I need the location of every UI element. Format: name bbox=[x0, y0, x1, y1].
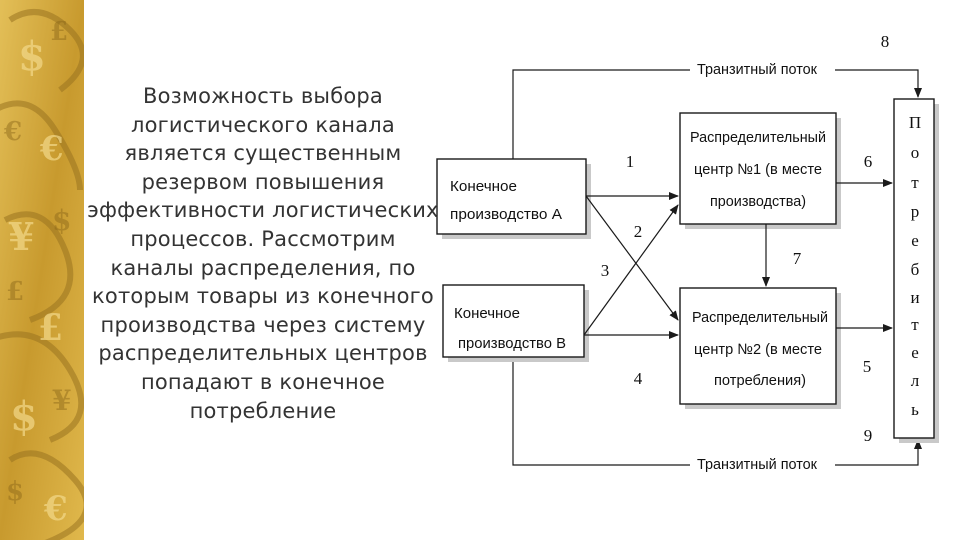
flow-number-3: 3 bbox=[601, 261, 610, 280]
flow-number-9: 9 bbox=[864, 426, 873, 445]
flow-number-1: 1 bbox=[626, 152, 635, 171]
paragraph-line: производства через систему bbox=[58, 311, 468, 340]
paragraph-line: процессов. Рассмотрим bbox=[58, 225, 468, 254]
consumer-letter-6: б bbox=[911, 260, 920, 279]
center-1-line-3: производства) bbox=[710, 193, 806, 210]
distribution-center-2-box: Распределительный центр №2 (в месте потр… bbox=[680, 288, 841, 409]
center-1-line-1: Распределительный bbox=[690, 129, 826, 146]
consumer-letter-5: е bbox=[911, 231, 919, 250]
center-2-line-2: центр №2 (в месте bbox=[694, 341, 822, 358]
consumer-letter-3: т bbox=[911, 173, 919, 192]
consumer-letter-2: о bbox=[911, 143, 920, 162]
paragraph-line: Возможность выбора bbox=[58, 82, 468, 111]
body-paragraph: Возможность выбора логистического канала… bbox=[58, 82, 468, 425]
paragraph-line: эффективности логистических bbox=[58, 196, 468, 225]
consumer-letter-4: р bbox=[911, 202, 920, 221]
paragraph-line: потребление bbox=[58, 397, 468, 426]
paragraph-line: распределительных центров bbox=[58, 339, 468, 368]
flow-arrow-2 bbox=[586, 196, 678, 320]
flow-number-4: 4 bbox=[634, 369, 643, 388]
paragraph-line: является существенным bbox=[58, 139, 468, 168]
flow-number-6: 6 bbox=[864, 152, 873, 171]
consumer-letter-1: П bbox=[909, 113, 921, 132]
transit-bottom-label: Транзитный поток bbox=[697, 456, 817, 473]
consumer-letter-8: т bbox=[911, 315, 919, 334]
flow-number-7: 7 bbox=[793, 249, 802, 268]
flow-arrow-3 bbox=[584, 205, 678, 335]
center-2-line-3: потребления) bbox=[714, 372, 806, 389]
distribution-center-1-box: Распределительный центр №1 (в месте прои… bbox=[680, 113, 841, 229]
flow-number-2: 2 bbox=[634, 222, 643, 241]
paragraph-line: каналы распределения, по bbox=[58, 254, 468, 283]
consumer-letter-11: ь bbox=[911, 400, 919, 419]
transit-top-label: Транзитный поток bbox=[697, 61, 817, 78]
producer-b-line-2: производство В bbox=[458, 335, 566, 352]
flow-number-5: 5 bbox=[863, 357, 872, 376]
consumer-box: П о т р е б и т е л ь bbox=[894, 99, 939, 443]
paragraph-line: логистического канала bbox=[58, 111, 468, 140]
center-1-line-2: центр №1 (в месте bbox=[694, 161, 822, 178]
consumer-letter-10: л bbox=[911, 371, 920, 390]
paragraph-line: которым товары из конечного bbox=[58, 282, 468, 311]
center-2-line-1: Распределительный bbox=[692, 309, 828, 326]
consumer-letter-9: е bbox=[911, 343, 919, 362]
flow-number-8: 8 bbox=[881, 32, 890, 51]
consumer-letter-7: и bbox=[910, 288, 919, 307]
paragraph-line: попадают в конечное bbox=[58, 368, 468, 397]
paragraph-line: резервом повышения bbox=[58, 168, 468, 197]
